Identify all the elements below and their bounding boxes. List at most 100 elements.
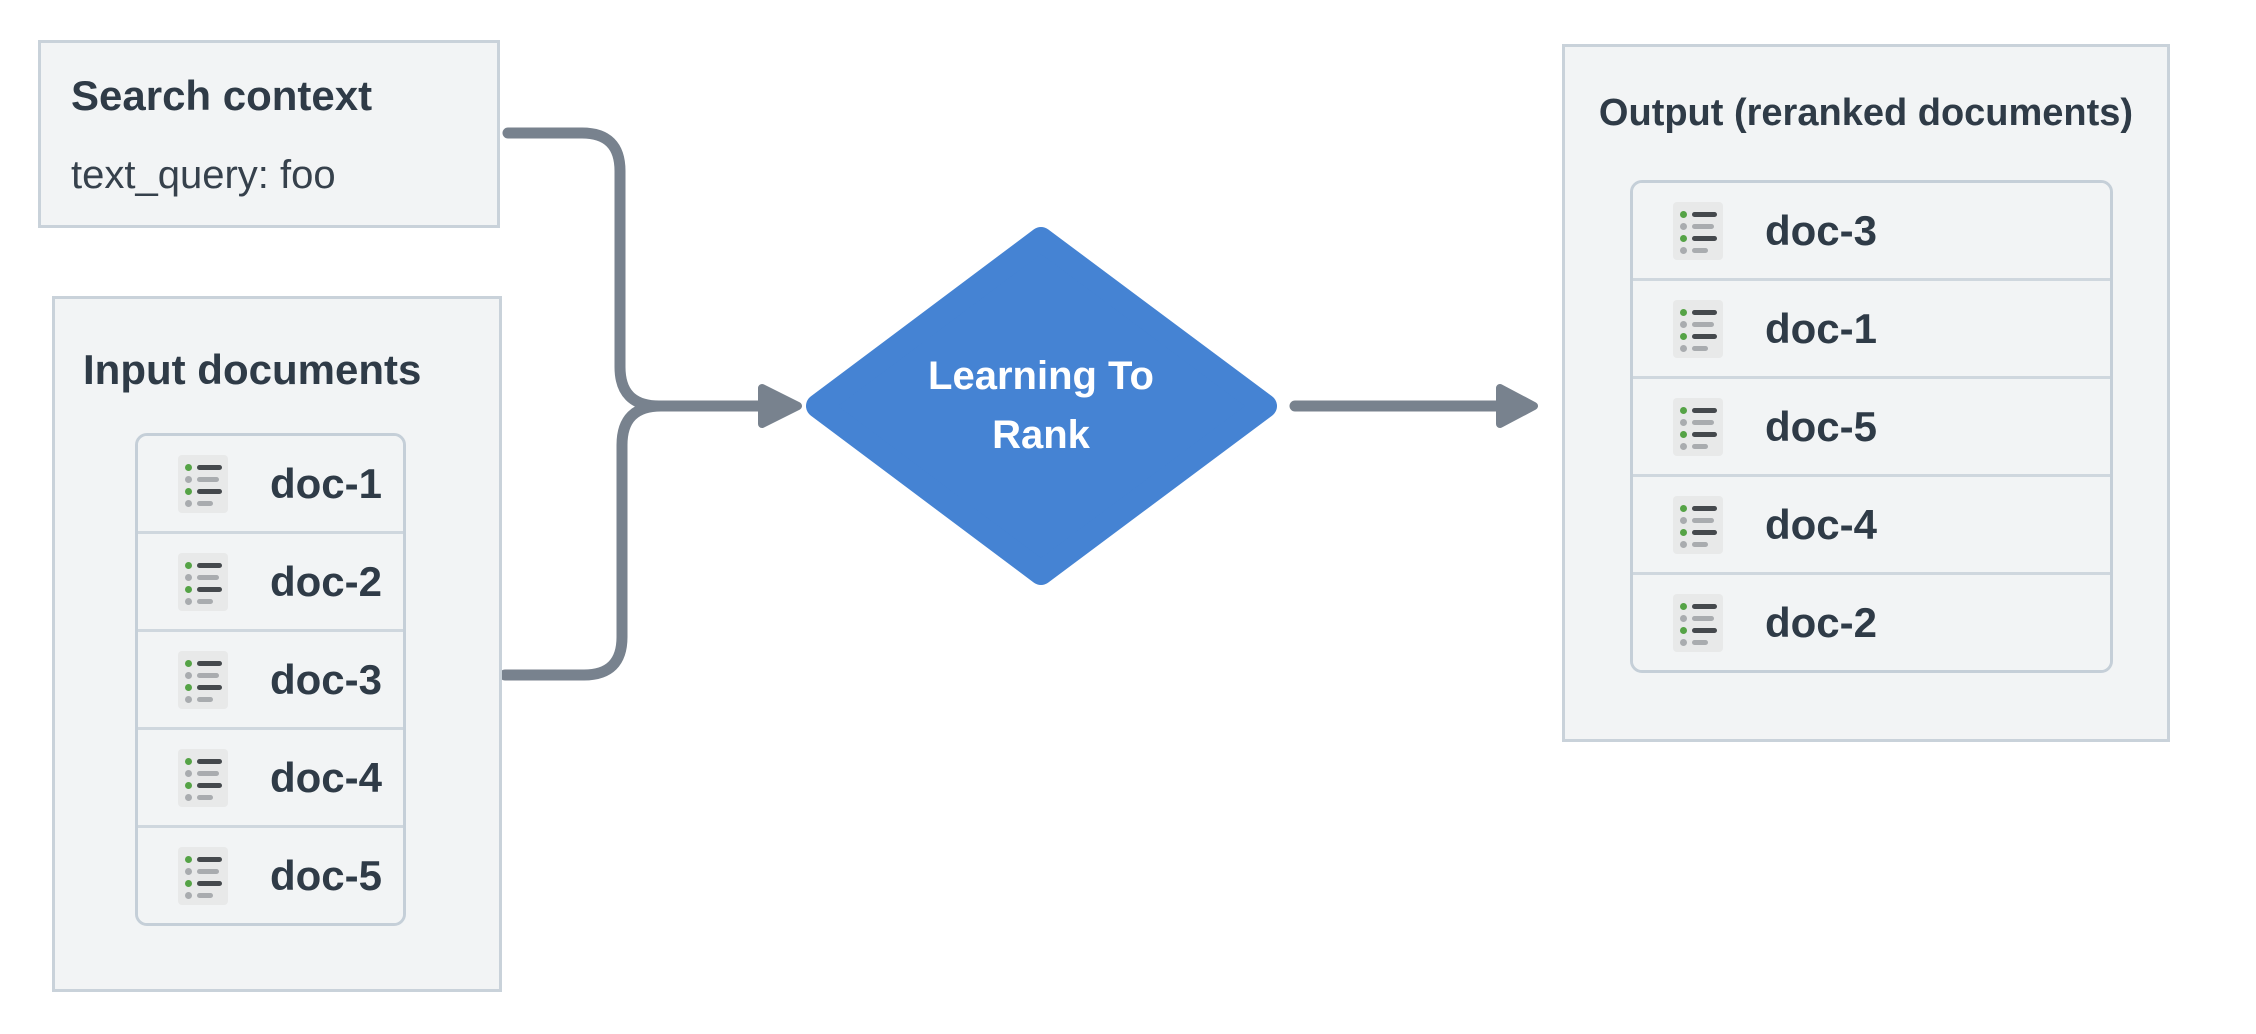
- icon-list-row: [185, 854, 222, 866]
- icon-line: [1692, 322, 1714, 327]
- icon-line: [197, 465, 222, 470]
- icon-dot: [185, 464, 192, 471]
- icon-line: [1692, 346, 1708, 351]
- icon-list-row: [1680, 319, 1717, 331]
- text-query-value: text_query: foo: [71, 153, 336, 198]
- icon-dot: [1680, 517, 1687, 524]
- doc-item: doc-1: [1633, 281, 2110, 379]
- icon-list-row: [1680, 441, 1717, 453]
- icon-list-row: [1680, 417, 1717, 429]
- output-title: Output (reranked documents): [1598, 92, 2134, 134]
- arrowhead-icon: [1496, 384, 1538, 428]
- doc-list-icon: [178, 650, 228, 709]
- icon-list-row: [185, 572, 222, 584]
- icon-dot: [185, 562, 192, 569]
- icon-dot: [1680, 615, 1687, 622]
- icon-line: [197, 575, 219, 580]
- icon-line: [197, 685, 222, 690]
- icon-list-row: [185, 560, 222, 572]
- icon-list-row: [185, 596, 222, 608]
- icon-dot: [1680, 505, 1687, 512]
- icon-dot: [1680, 603, 1687, 610]
- icon-dot: [185, 598, 192, 605]
- icon-dot: [185, 574, 192, 581]
- icon-line: [197, 489, 222, 494]
- icon-list-row: [185, 462, 222, 474]
- doc-item: doc-4: [138, 730, 403, 828]
- icon-line: [1692, 408, 1717, 413]
- output-doc-list: doc-3 doc-1 doc-5 doc-4 doc-2: [1630, 180, 2113, 673]
- icon-list-row: [1680, 527, 1717, 539]
- doc-label: doc-2: [270, 557, 383, 605]
- icon-line: [1692, 334, 1717, 339]
- icon-line: [1692, 542, 1708, 547]
- icon-line: [1692, 224, 1714, 229]
- connector-input-docs: [499, 400, 678, 681]
- doc-label: doc-3: [1765, 206, 1878, 254]
- doc-list-icon: [178, 552, 228, 611]
- icon-list-row: [185, 670, 222, 682]
- icon-list-row: [185, 878, 222, 890]
- output-reranked-box: Output (reranked documents) doc-3 doc-1 …: [1562, 44, 2170, 742]
- icon-dot: [1680, 443, 1687, 450]
- doc-list-icon: [1673, 299, 1723, 358]
- icon-list-row: [185, 866, 222, 878]
- icon-line: [197, 771, 219, 776]
- icon-dot: [185, 500, 192, 507]
- icon-line: [1692, 530, 1717, 535]
- icon-dot: [185, 488, 192, 495]
- doc-label: doc-4: [270, 753, 383, 801]
- icon-dot: [185, 868, 192, 875]
- icon-list-row: [185, 780, 222, 792]
- search-context-title: Search context: [71, 72, 373, 119]
- icon-list-row: [1680, 539, 1717, 551]
- icon-dot: [1680, 223, 1687, 230]
- icon-dot: [185, 794, 192, 801]
- doc-list-icon: [178, 454, 228, 513]
- icon-list-row: [185, 682, 222, 694]
- icon-dot: [185, 684, 192, 691]
- icon-list-row: [185, 498, 222, 510]
- icon-line: [197, 501, 213, 506]
- icon-line: [1692, 310, 1717, 315]
- input-documents-title: Input documents: [83, 346, 422, 393]
- icon-line: [197, 857, 222, 862]
- icon-line: [1692, 248, 1708, 253]
- icon-dot: [185, 770, 192, 777]
- doc-label: doc-5: [1765, 402, 1878, 450]
- input-documents-box: Input documents doc-1 doc-2 doc-3 doc-4 …: [52, 296, 502, 992]
- icon-line: [197, 587, 222, 592]
- icon-line: [1692, 518, 1714, 523]
- icon-dot: [1680, 419, 1687, 426]
- icon-dot: [185, 892, 192, 899]
- doc-label: doc-3: [270, 655, 383, 703]
- icon-line: [1692, 236, 1717, 241]
- icon-list-row: [185, 768, 222, 780]
- icon-line: [197, 661, 222, 666]
- icon-line: [1692, 506, 1717, 511]
- icon-list-row: [185, 486, 222, 498]
- doc-list-icon: [1673, 495, 1723, 554]
- doc-label: doc-1: [270, 459, 383, 507]
- icon-list-row: [1680, 331, 1717, 343]
- icon-line: [1692, 616, 1714, 621]
- doc-item: doc-4: [1633, 477, 2110, 575]
- doc-label: doc-5: [270, 851, 383, 899]
- icon-dot: [1680, 345, 1687, 352]
- icon-dot: [185, 586, 192, 593]
- icon-dot: [1680, 639, 1687, 646]
- icon-dot: [185, 672, 192, 679]
- doc-item: doc-2: [138, 534, 403, 632]
- icon-line: [197, 563, 222, 568]
- icon-dot: [185, 880, 192, 887]
- icon-dot: [1680, 235, 1687, 242]
- doc-list-icon: [178, 748, 228, 807]
- search-context-box: Search context text_query: foo: [38, 40, 500, 228]
- icon-line: [197, 759, 222, 764]
- icon-list-row: [1680, 209, 1717, 221]
- doc-label: doc-4: [1765, 500, 1878, 548]
- icon-line: [1692, 628, 1717, 633]
- icon-dot: [185, 660, 192, 667]
- icon-list-row: [1680, 503, 1717, 515]
